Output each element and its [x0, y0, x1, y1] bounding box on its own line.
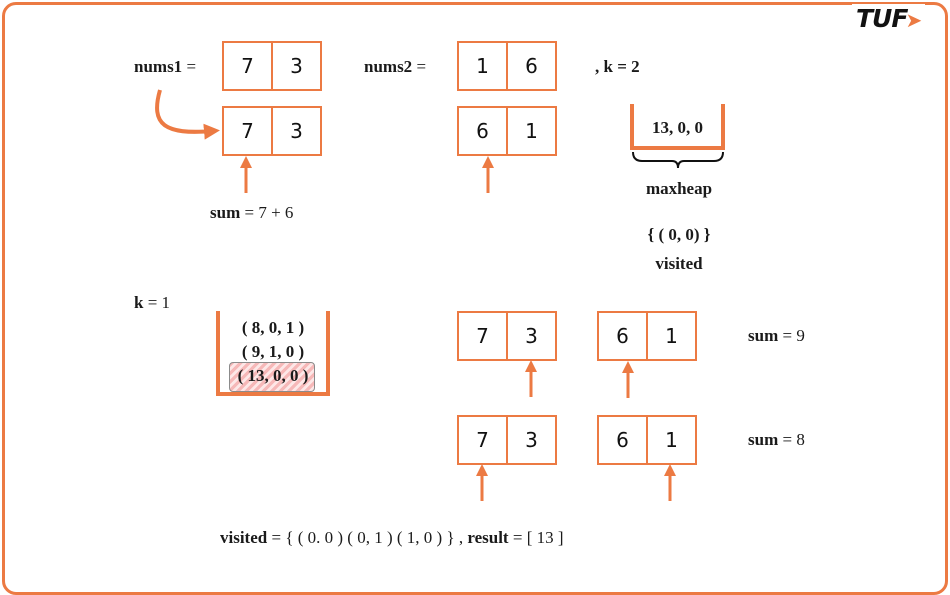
- separator: ,: [458, 528, 464, 547]
- sum-value: = 9: [782, 326, 805, 345]
- sum-initial: sum = 7 + 6: [210, 203, 293, 223]
- visited-label-initial: visited: [655, 254, 703, 273]
- logo-chevron-icon: ➤: [905, 8, 922, 32]
- visited-set-initial: { ( 0, 0) }: [647, 225, 711, 244]
- sum-expression: = 7 + 6: [244, 203, 294, 222]
- row1-sum: sum = 9: [748, 326, 805, 346]
- result-value: = [ 13 ]: [512, 528, 564, 547]
- array-cell: 7: [457, 415, 508, 465]
- final-state-line: visited = { ( 0. 0 ) ( 0, 1 ) ( 1, 0 ) }…: [220, 528, 564, 548]
- k-name: k: [134, 293, 144, 312]
- array-cell: 7: [457, 311, 508, 361]
- nums1-label: nums1 =: [134, 57, 196, 77]
- logo-text: TUF: [856, 4, 908, 33]
- row2-array-a: 7 3: [457, 415, 557, 465]
- row1-array-a: 7 3: [457, 311, 557, 361]
- array-cell: 6: [457, 106, 508, 156]
- heap-item: ( 8, 0, 1 ): [241, 318, 305, 337]
- array-cell: 3: [506, 311, 557, 361]
- array-cell: 7: [222, 41, 273, 91]
- sum-name: sum: [748, 430, 779, 449]
- nums2-sorted-array: 6 1: [457, 106, 557, 156]
- array-cell: 7: [222, 106, 273, 156]
- nums1-name: nums1: [134, 57, 183, 76]
- k-value: = 1: [147, 293, 171, 312]
- row1-array-b: 6 1: [597, 311, 697, 361]
- k-initial: , k = 2: [595, 57, 640, 76]
- visited-name: visited: [220, 528, 268, 547]
- array-cell: 1: [506, 106, 557, 156]
- nums1-sorted-array: 7 3: [222, 106, 322, 156]
- visited-value: = { ( 0. 0 ) ( 0, 1 ) ( 1, 0 ) }: [271, 528, 455, 547]
- row2-sum: sum = 8: [748, 430, 805, 450]
- k-current: k = 1: [134, 293, 170, 313]
- nums1-array: 7 3: [222, 41, 322, 91]
- heap-item-popped: ( 13, 0, 0 ): [237, 366, 309, 385]
- heap-container: [216, 311, 330, 396]
- sum-name: sum: [210, 203, 241, 222]
- array-cell: 3: [271, 41, 322, 91]
- row2-array-b: 6 1: [597, 415, 697, 465]
- nums1-equals: =: [186, 57, 197, 76]
- array-cell: 1: [457, 41, 508, 91]
- maxheap-label: maxheap: [645, 179, 713, 198]
- nums2-array: 1 6: [457, 41, 557, 91]
- array-cell: 6: [597, 311, 648, 361]
- sum-value: = 8: [782, 430, 805, 449]
- result-name: result: [467, 528, 509, 547]
- nums2-name: nums2: [364, 57, 413, 76]
- array-cell: 1: [646, 311, 697, 361]
- maxheap-content: 13, 0, 0: [652, 118, 703, 137]
- maxheap-container: [630, 104, 725, 150]
- array-cell: 6: [506, 41, 557, 91]
- nums2-equals: =: [416, 57, 427, 76]
- array-cell: 3: [506, 415, 557, 465]
- tuf-logo: TUF➤: [852, 4, 926, 33]
- popped-item-highlight: [229, 362, 315, 392]
- heap-item: ( 9, 1, 0 ): [241, 342, 305, 361]
- array-cell: 3: [271, 106, 322, 156]
- array-cell: 1: [646, 415, 697, 465]
- nums2-label: nums2 =: [364, 57, 426, 77]
- array-cell: 6: [597, 415, 648, 465]
- sum-name: sum: [748, 326, 779, 345]
